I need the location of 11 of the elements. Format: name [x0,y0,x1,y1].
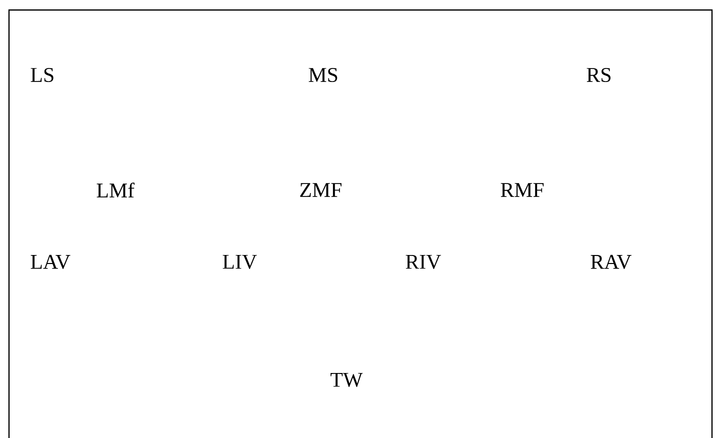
label: RS [586,68,610,82]
label: LS [30,68,54,82]
label: ZMF [300,183,342,197]
label: LAV [30,254,70,270]
label: RAV [590,254,632,270]
label: LMf [96,182,135,198]
label: RIV [406,254,441,269]
label: TW [330,372,363,387]
label: MS [308,68,338,82]
label: LIV [222,254,257,269]
label: RMF [500,183,544,197]
